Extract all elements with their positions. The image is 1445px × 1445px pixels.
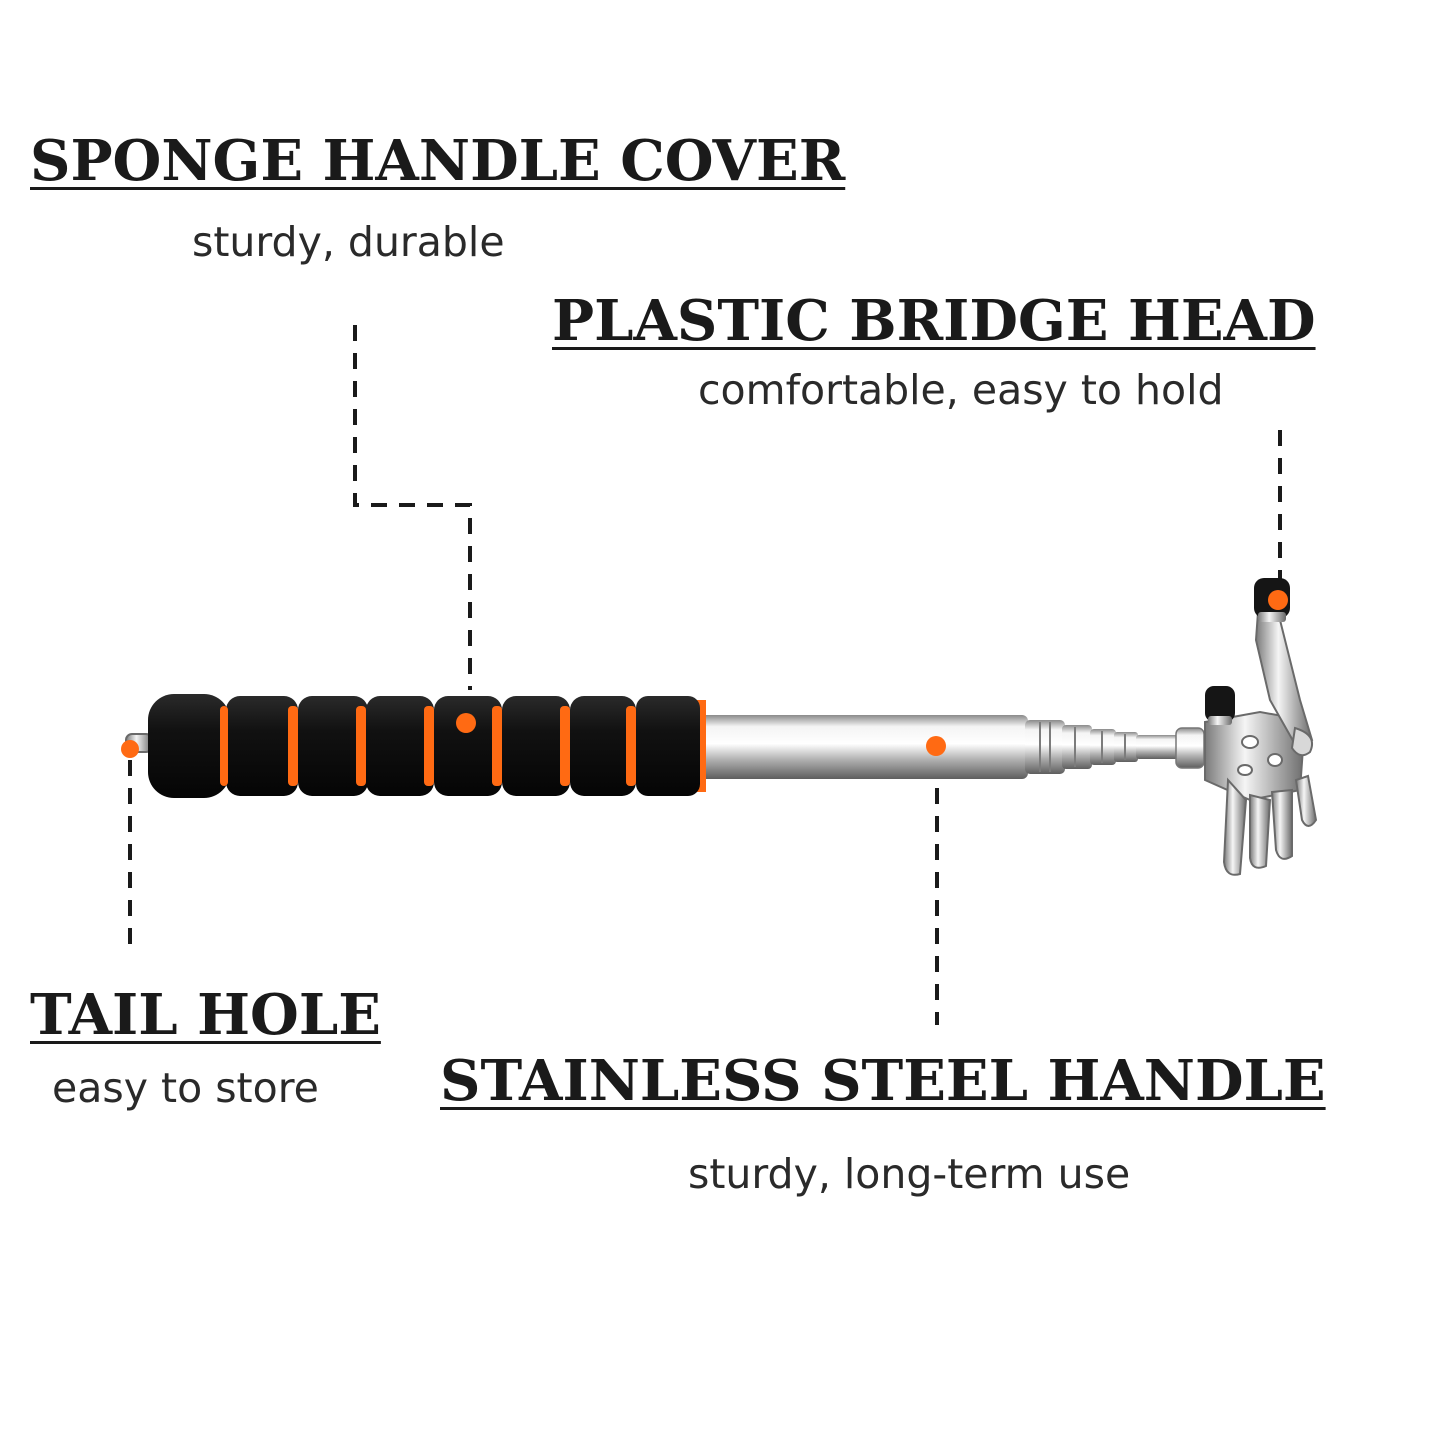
tail-hole-subtitle: easy to store [52, 1064, 319, 1112]
sponge-handle [148, 694, 706, 798]
dot-steel [926, 736, 946, 756]
dot-bridge [1268, 590, 1288, 610]
sponge-cover-title: SPONGE HANDLE COVER [30, 128, 846, 194]
steel-shaft [698, 715, 1205, 779]
bridge-head-subtitle: comfortable, easy to hold [698, 366, 1224, 414]
steel-handle-subtitle: sturdy, long-term use [688, 1150, 1131, 1198]
dot-tail [121, 740, 139, 758]
leader-lines [128, 325, 1282, 1025]
tail-hole-title: TAIL HOLE [30, 982, 381, 1048]
scratcher-head [1204, 611, 1318, 876]
leader-line-sponge [353, 325, 472, 690]
callout-dots [121, 590, 1288, 758]
sponge-cover-subtitle: sturdy, durable [192, 218, 505, 266]
bridge-head-title: PLASTIC BRIDGE HEAD [552, 288, 1316, 354]
dot-sponge [456, 713, 476, 733]
steel-handle-title: STAINLESS STEEL HANDLE [440, 1048, 1326, 1114]
